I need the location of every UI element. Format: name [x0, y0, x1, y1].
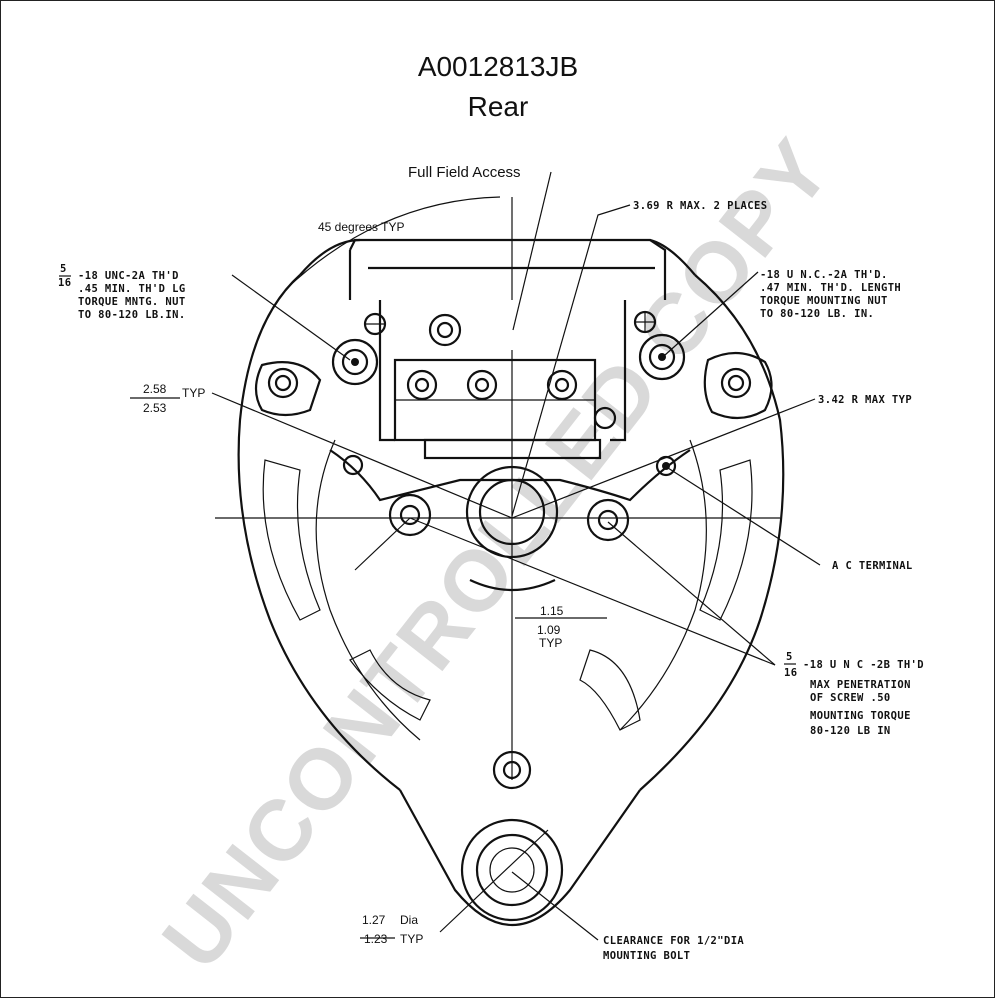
screw-line1: -18 U N C -2B TH'D [803, 659, 924, 671]
screw-den: 16 [784, 667, 797, 679]
thread-right-line4: TO 80-120 LB. IN. [760, 308, 874, 320]
thread-left-line2: .45 MIN. TH'D LG [78, 283, 186, 295]
dim-127: 1.27 [362, 913, 386, 927]
dim-typ2-label: TYP [539, 636, 562, 650]
thread-left-line4: TO 80-120 LB.IN. [78, 309, 186, 321]
leader-lines [130, 171, 821, 941]
bottom-mounting-lug [399, 789, 641, 926]
thread-right-line2: .47 MIN. TH'D. LENGTH [760, 282, 901, 294]
screw-line3: OF SCREW .50 [810, 692, 891, 704]
thread-left-den: 16 [58, 277, 71, 289]
screw-line4: MOUNTING TORQUE [810, 710, 911, 722]
radius-369-label: 3.69 R MAX. 2 PLACES [633, 200, 767, 212]
center-lines [215, 350, 780, 780]
screw-line5: 80-120 LB IN [810, 725, 891, 737]
thread-left-num: 5 [60, 263, 67, 275]
ac-terminal-label: A C TERMINAL [832, 560, 913, 572]
radius-342-label: 3.42 R MAX TYP [818, 394, 912, 406]
thread-left-line3: TORQUE MNTG. NUT [78, 296, 186, 308]
dim-115: 1.15 [540, 604, 564, 618]
dim-typ3-label: TYP [400, 932, 423, 946]
clearance-line1: CLEARANCE FOR 1/2"DIA [603, 935, 744, 947]
angle-45-label: 45 degrees TYP [318, 220, 405, 234]
dim-123: 1.23 [364, 932, 388, 946]
thread-left-line1: -18 UNC-2A TH'D [78, 270, 179, 282]
thread-right-line3: TORQUE MOUNTING NUT [760, 295, 888, 307]
dim-dia-label: Dia [400, 913, 418, 927]
part-number-title: A0012813JB [418, 51, 578, 82]
dim-109: 1.09 [537, 623, 561, 637]
clearance-line2: MOUNTING BOLT [603, 950, 690, 962]
housing-outline [237, 238, 785, 791]
view-subtitle: Rear [468, 91, 529, 122]
thread-right-line1: -18 U N.C.-2A TH'D. [760, 269, 888, 281]
labels: Full Field Access 3.69 R MAX. 2 PLACES 4… [58, 164, 924, 962]
screw-line2: MAX PENETRATION [810, 679, 911, 691]
dim-258: 2.58 [143, 382, 167, 396]
dim-typ-label: TYP [182, 386, 205, 400]
dim-253: 2.53 [143, 401, 167, 415]
screw-num: 5 [786, 651, 793, 663]
full-field-access-label: Full Field Access [408, 164, 521, 181]
